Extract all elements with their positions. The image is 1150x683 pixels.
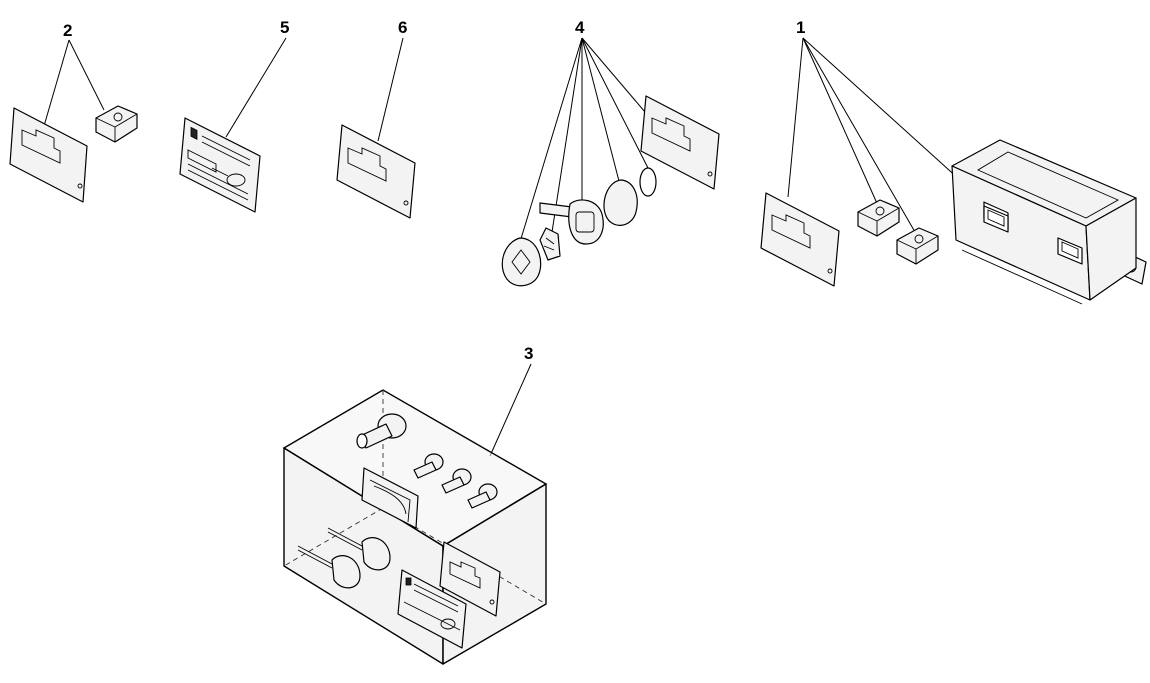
leader-line [802,37,916,233]
callout-4: 4 [575,18,585,37]
leader-line [802,37,961,181]
leader-line [489,363,532,457]
callout-3: 3 [524,344,533,363]
callout-1: 1 [796,18,805,37]
lock-kit-box-icon [282,389,548,665]
key-icon [539,199,604,245]
key-icon [297,545,361,589]
leader-line [802,37,881,211]
group-4: 4 [501,18,720,287]
leader-line [581,37,646,113]
callout-5: 5 [280,18,289,37]
leader-line [581,37,621,186]
code-card-icon [9,107,88,203]
immobilizer-control-unit-icon [951,139,1147,305]
code-card-icon [397,569,467,649]
key-sleeve-icon [361,467,419,529]
leader-line [581,37,649,169]
group-6: 6 [336,18,416,219]
leader-line [225,37,287,138]
leader-line [519,37,583,243]
code-card-icon [336,124,416,219]
key-circuit-board-icon [539,227,561,261]
code-card-icon [640,95,720,190]
leader-line [43,39,70,127]
code-card-icon [439,541,501,617]
o-ring-icon [639,167,657,197]
key-fob-shell-icon [501,237,542,287]
leader-line [68,39,105,111]
key-icon [327,527,391,571]
lock-cylinder-icon [356,413,407,449]
transponder-chip-icon [896,227,939,265]
leader-line [377,37,404,142]
key-cover-icon [603,179,638,226]
group-3: 3 [282,344,548,665]
group-1: 1 [760,18,1147,305]
transponder-chip-icon [95,105,138,143]
leader-line [787,37,804,198]
group-2: 2 [9,21,138,203]
transponder-chip-icon [857,199,900,237]
group-5: 5 [179,18,289,213]
code-card-icon [760,192,840,287]
leader-line [551,37,583,233]
code-card-icon [179,117,261,213]
lock-cylinder-icon [467,483,498,509]
lock-cylinder-icon [441,468,472,494]
callout-2: 2 [63,21,72,40]
lock-cylinder-icon [413,453,444,479]
callout-6: 6 [398,18,407,37]
